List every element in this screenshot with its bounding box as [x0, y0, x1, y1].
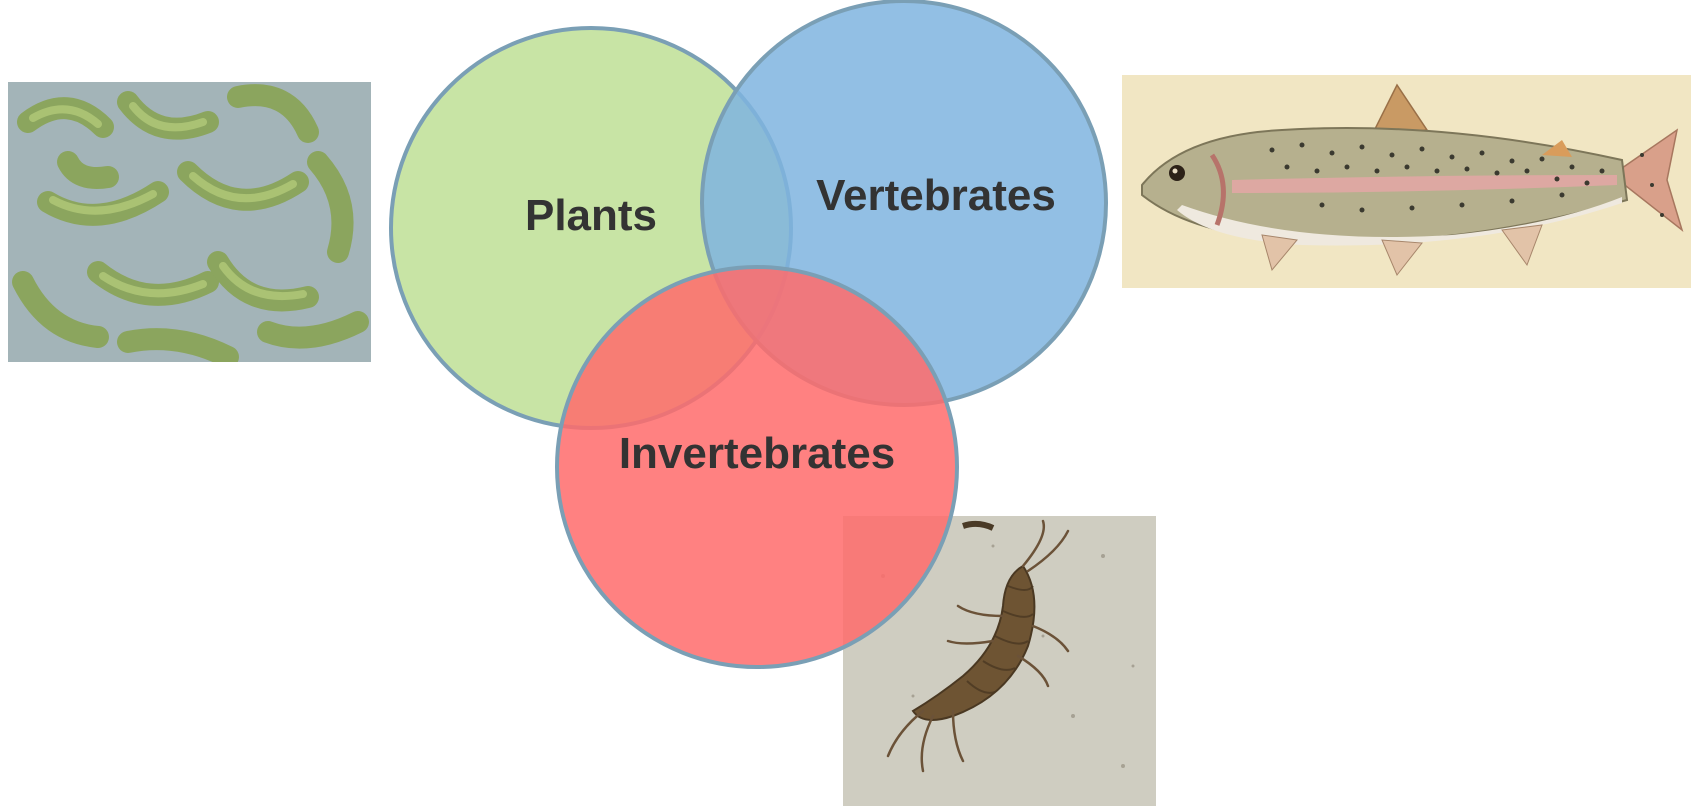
fish-photo — [1122, 75, 1691, 288]
vertebrates-circle — [702, 1, 1106, 405]
plants-circle — [391, 28, 791, 428]
vertebrates-label: Vertebrates — [816, 171, 1056, 220]
plants-label: Plants — [525, 191, 657, 240]
algae-photo — [8, 82, 371, 362]
invertebrate-photo — [843, 516, 1156, 806]
invertebrates-label: Invertebrates — [619, 429, 895, 478]
